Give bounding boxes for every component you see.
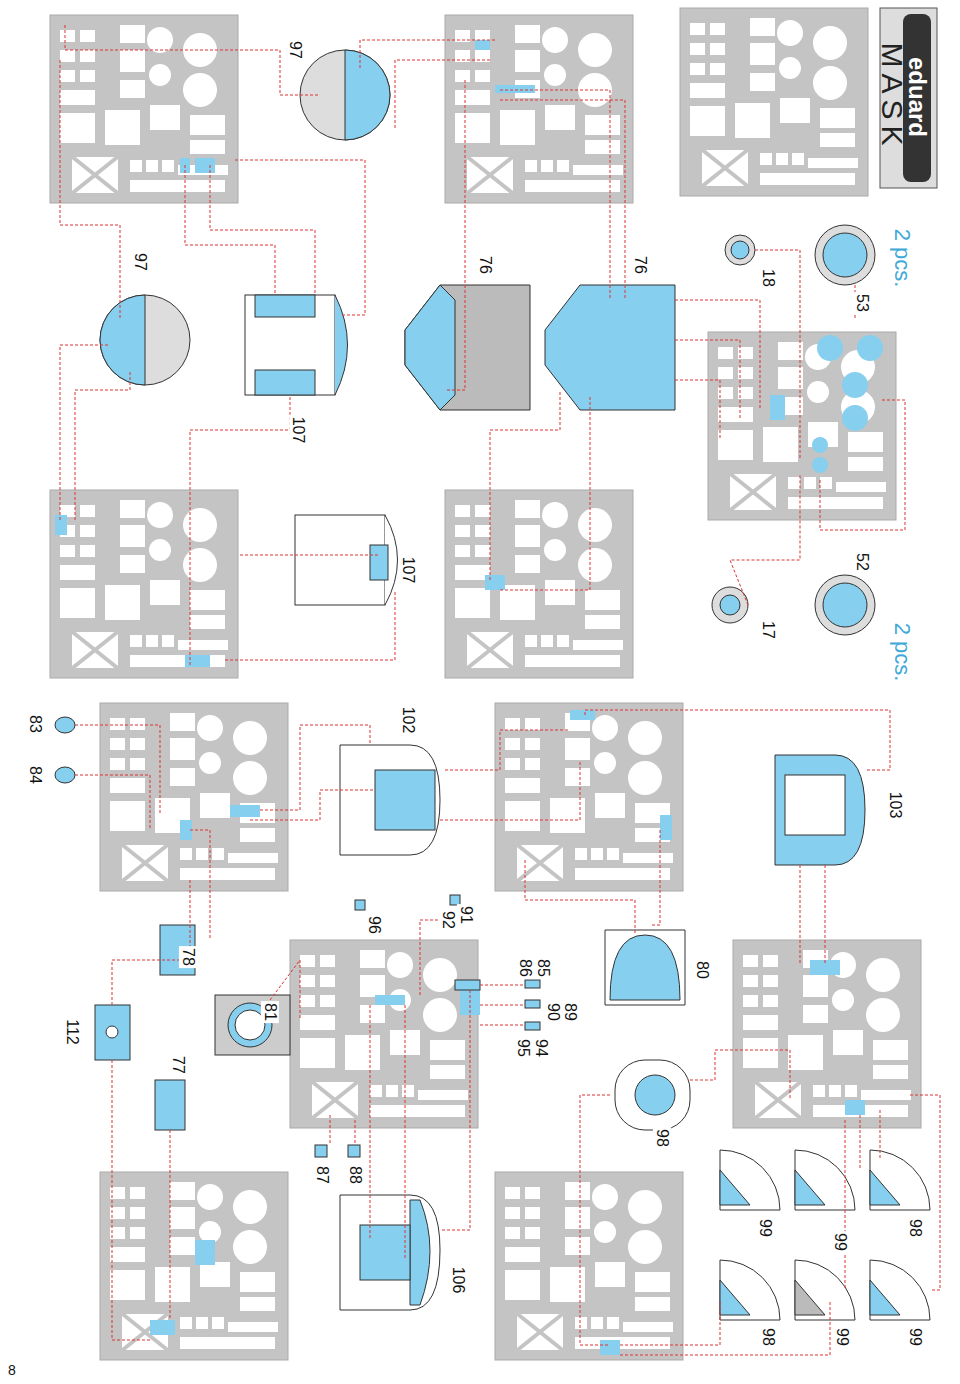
callout-number: 99 — [756, 1217, 774, 1239]
callout-number: 18 — [759, 267, 777, 289]
callout-number: 98 — [906, 1217, 924, 1239]
callout-number: 97 — [131, 251, 149, 273]
brand-logo: MASK — [876, 40, 908, 153]
callout-number: 81 — [261, 1001, 279, 1023]
callout-number: 85 — [534, 957, 552, 979]
callout-number: 53 — [853, 292, 871, 314]
callout-number: 99 — [831, 1231, 849, 1253]
callout-number: 89 — [561, 1001, 579, 1023]
callout-number: 8 — [6, 1362, 18, 1378]
callout-number: 102 — [399, 705, 417, 736]
callout-number: 94 — [532, 1037, 550, 1059]
callout-number: 52 — [853, 551, 871, 573]
callout-number: 95 — [514, 1037, 532, 1059]
callout-number: 92 — [439, 909, 457, 931]
callout-number: 99 — [833, 1326, 851, 1348]
callout-number: 88 — [346, 1164, 364, 1186]
callout-number: 83 — [26, 713, 44, 735]
callout-number: 84 — [26, 764, 44, 786]
callout-number: 103 — [886, 790, 904, 821]
callout-number: 76 — [631, 254, 649, 276]
callout-number: 77 — [169, 1054, 187, 1076]
callout-number: 78 — [179, 946, 197, 968]
callout-number: 98 — [759, 1326, 777, 1348]
callout-number: 99 — [906, 1326, 924, 1348]
callout-number: 97 — [286, 39, 304, 61]
callout-number: 106 — [449, 1265, 467, 1296]
callout-number: 90 — [544, 1001, 562, 1023]
callout-number: 91 — [457, 904, 475, 926]
brand-logo: eduard — [904, 55, 930, 139]
callout-number: 98 — [653, 1127, 671, 1149]
callout-number: 107 — [399, 555, 417, 586]
callout-number: 96 — [365, 914, 383, 936]
callout-number: 80 — [693, 959, 711, 981]
callout-number: 87 — [313, 1164, 331, 1186]
callout-number: 76 — [476, 254, 494, 276]
callout-number: 17 — [759, 619, 777, 641]
callout-number: 2 pcs. — [890, 227, 914, 290]
callout-number: 112 — [63, 1017, 81, 1047]
callout-number: 2 pcs. — [890, 621, 914, 684]
callout-number: 86 — [516, 957, 534, 979]
callout-number: 107 — [289, 415, 307, 446]
